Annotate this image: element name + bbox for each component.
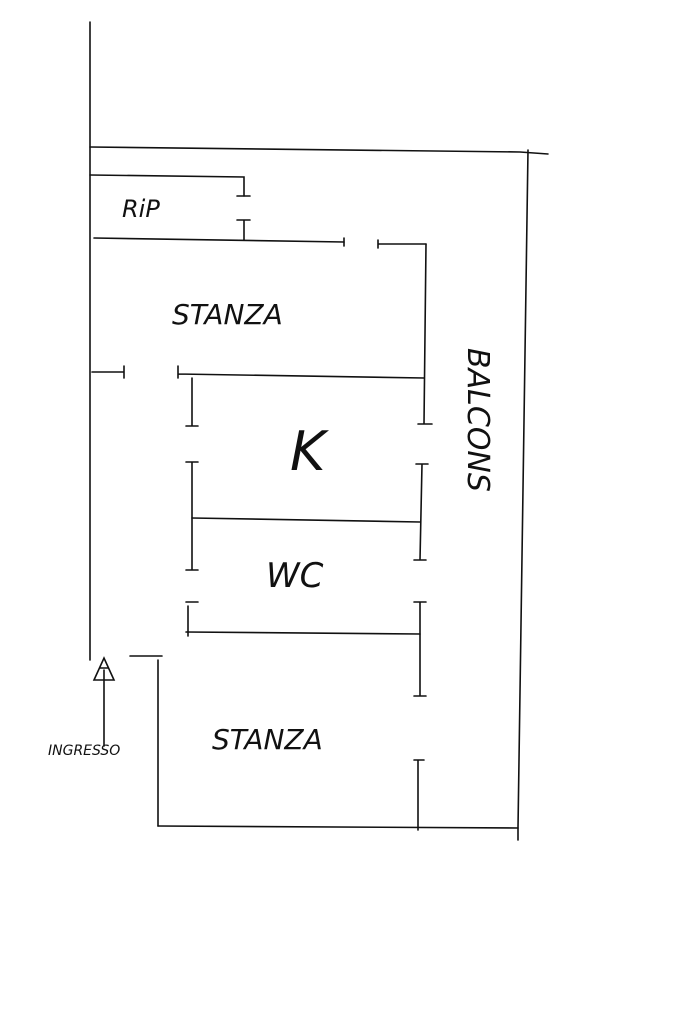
rip-top-wall: [89, 174, 245, 197]
kitchen-left-wall: [185, 377, 199, 427]
entrance-label: INGRESSO: [48, 743, 120, 759]
room-label-stanza-bottom: STANZA: [212, 723, 323, 756]
kitchen-wc-divider: [191, 517, 421, 523]
stanza-top-door-jamb: [343, 237, 427, 249]
corridor-right-wall: [417, 243, 433, 425]
room-label-rip: RiP: [122, 195, 160, 223]
wc-right-wall: [413, 601, 427, 697]
stanza-bottom-right-wall: [413, 759, 425, 831]
kitchen-left-wall-lower: [185, 461, 199, 571]
stanza-bottom-wall: [91, 365, 425, 379]
room-label-stanza-top: STANZA: [172, 298, 283, 331]
rip-door-jamb: [236, 195, 251, 241]
kitchen-right-wall-lower: [413, 463, 429, 561]
rip-bottom-wall: [93, 237, 345, 243]
outer-top-wall: [89, 146, 549, 155]
entrance-right-wall: [129, 655, 163, 827]
outer-bottom-wall: [157, 825, 519, 829]
outer-right-wall: [517, 149, 529, 841]
room-label-wc: WC: [266, 556, 324, 596]
walls: [89, 21, 549, 841]
room-label-kitchen: K: [290, 420, 329, 483]
balcony-label: BALCONS: [460, 348, 495, 492]
wc-bottom-wall: [185, 631, 421, 635]
entrance-arrow-icon: [92, 656, 116, 747]
wc-left-jamb: [185, 601, 199, 637]
